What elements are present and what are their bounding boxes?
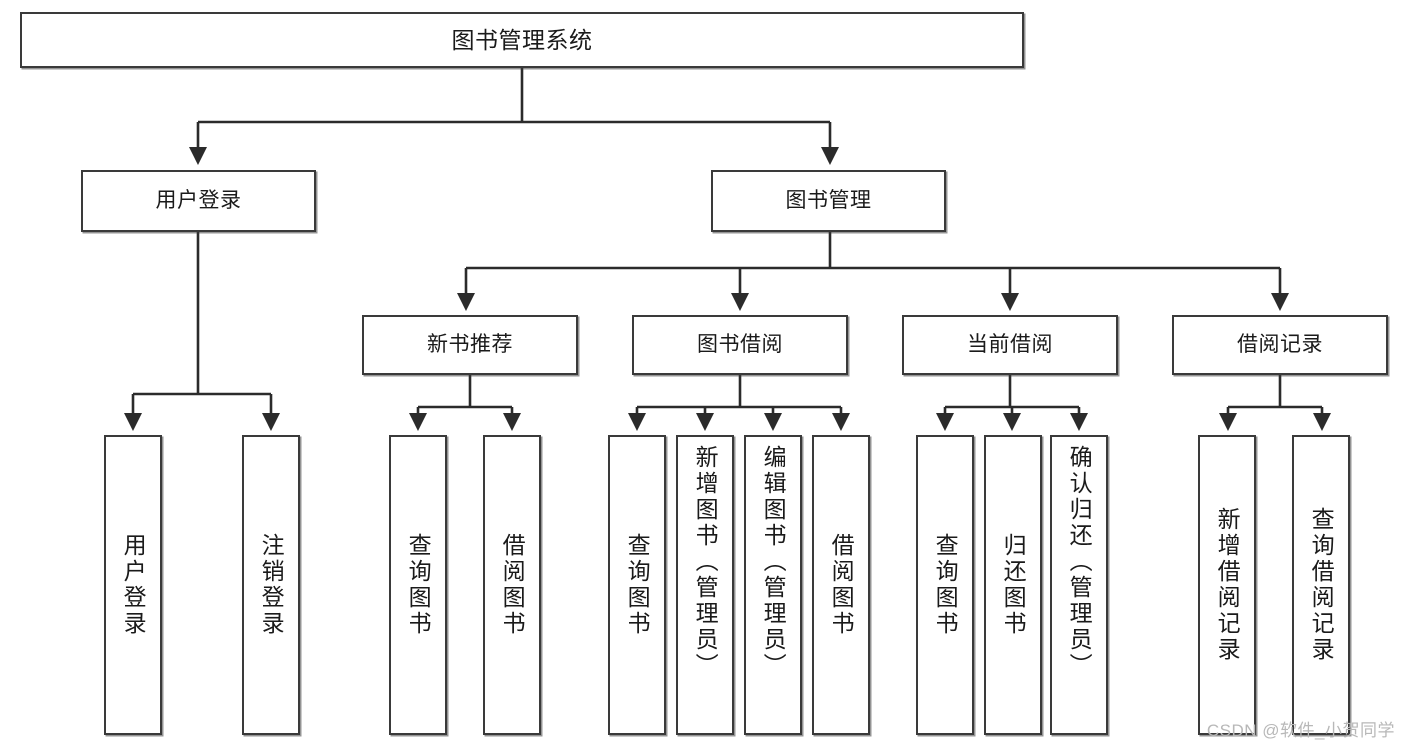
leaf-edit-book-admin[interactable]: 编辑图书（管理员） — [744, 435, 802, 735]
node-label: 借阅记录 — [1237, 333, 1323, 357]
leaf-query-book-current[interactable]: 查询图书 — [916, 435, 974, 735]
node-borrowing-record[interactable]: 借阅记录 — [1172, 315, 1388, 375]
leaf-logout[interactable]: 注销登录 — [242, 435, 300, 735]
node-book-management-system[interactable]: 图书管理系统 — [20, 12, 1024, 68]
leaf-add-book-admin[interactable]: 新增图书（管理员） — [676, 435, 734, 735]
node-label: 用户登录 — [120, 533, 147, 637]
node-label: 注销登录 — [258, 533, 285, 637]
node-book-borrowing[interactable]: 图书借阅 — [632, 315, 848, 375]
node-label: 新书推荐 — [427, 333, 513, 357]
leaf-user-login[interactable]: 用户登录 — [104, 435, 162, 735]
leaf-borrow-book[interactable]: 借阅图书 — [812, 435, 870, 735]
leaf-query-book-borrow[interactable]: 查询图书 — [608, 435, 666, 735]
node-label: 查询图书 — [624, 533, 651, 637]
watermark-text: CSDN @软件_小贺同学 — [1206, 721, 1395, 740]
node-label: 查询图书 — [405, 533, 432, 637]
node-new-book-recommendation[interactable]: 新书推荐 — [362, 315, 578, 375]
node-label: 查询图书 — [932, 533, 959, 637]
node-user-login[interactable]: 用户登录 — [81, 170, 316, 232]
node-label: 借阅图书 — [499, 533, 526, 637]
leaf-confirm-return-admin[interactable]: 确认归还（管理员） — [1050, 435, 1108, 735]
leaf-add-borrow-record[interactable]: 新增借阅记录 — [1198, 435, 1256, 735]
node-label: 新增借阅记录 — [1214, 507, 1241, 663]
node-label: 图书管理系统 — [451, 26, 593, 53]
node-label: 归还图书 — [1000, 533, 1027, 637]
leaf-query-book-recommend[interactable]: 查询图书 — [389, 435, 447, 735]
node-label: 查询借阅记录 — [1308, 507, 1335, 663]
node-label: 图书借阅 — [697, 333, 783, 357]
leaf-query-borrow-record[interactable]: 查询借阅记录 — [1292, 435, 1350, 735]
leaf-borrow-book-recommend[interactable]: 借阅图书 — [483, 435, 541, 735]
leaf-return-book[interactable]: 归还图书 — [984, 435, 1042, 735]
node-label: 当前借阅 — [967, 333, 1053, 357]
node-label: 编辑图书（管理员） — [760, 445, 787, 679]
node-label: 借阅图书 — [828, 533, 855, 637]
node-label: 新增图书（管理员） — [692, 445, 719, 679]
node-label: 用户登录 — [155, 189, 242, 213]
node-current-borrowing[interactable]: 当前借阅 — [902, 315, 1118, 375]
node-label: 确认归还（管理员） — [1066, 445, 1093, 679]
node-label: 图书管理 — [785, 189, 872, 213]
node-book-management[interactable]: 图书管理 — [711, 170, 946, 232]
